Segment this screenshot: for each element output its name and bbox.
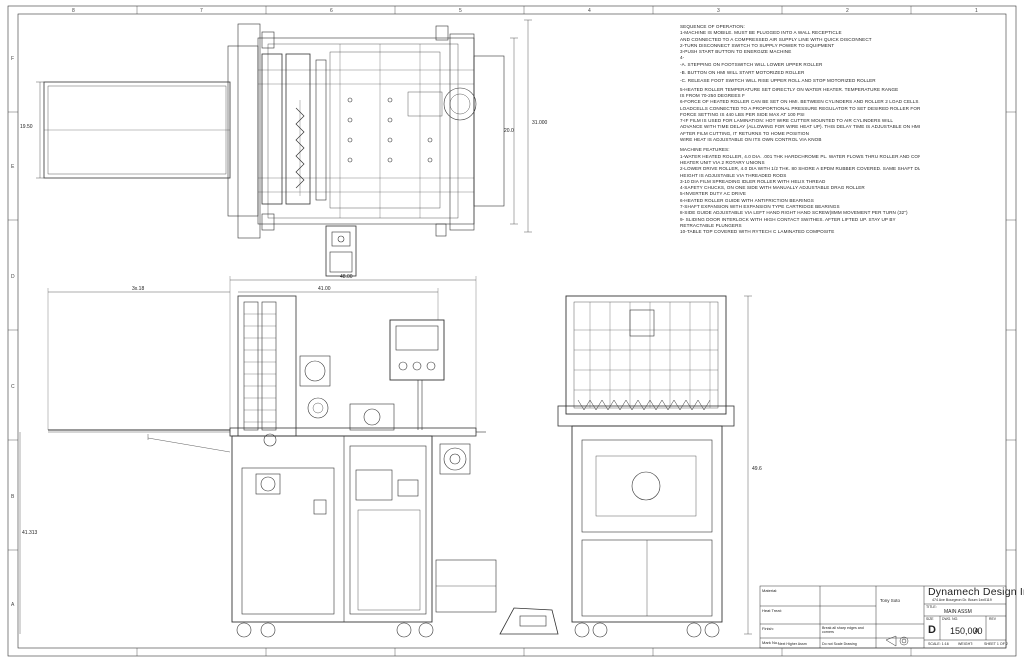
side-view [557,295,752,638]
dim-front-left: 3x.18 [132,286,145,292]
company-name: Dynamech Design Inc. [928,586,1024,598]
notes-features-line: 1-WATER HEATED ROLLER, 4.0 DIA. .001 THK… [680,153,920,159]
next-higher-assm: Next Higher Assm [778,642,807,646]
grid-label-top-1: 8 [72,8,75,14]
grid-label-top-2: 7 [200,8,203,14]
notes-sequence-line: 2-TURN DISCONNECT SWITCH TO SUPPLY POWER… [680,42,835,48]
heat-treat-label: Heat Treat: [762,608,782,613]
notes-features-line: HEIGHT IS ADJUSTABLE VIA THREADED RODS [680,172,787,178]
notes-sequence-line: -A. STEPPING ON FOOTSWITCH WILL LOWER UP… [680,61,823,67]
do-not-scale-note: Do not Scale Drawing [822,642,857,646]
notes-features-line: 3-10 DIA FILM SPREADING IDLER ROLLER WIT… [680,178,826,184]
grid-label-top-4: 5 [459,8,462,14]
material-label: Material: [762,588,778,593]
notes-sequence-line: -C. RELEASE FOOT SWITCH WILL RISE UPPER … [680,78,876,84]
sequence-list: 1-MACHINE IS MOBILE. MUST BE PLUGGED INT… [680,30,920,143]
notes-features-line: 2-LOWER DRIVE ROLLER, 4.0 DIA WITH 1/2 T… [680,166,920,172]
notes-features-line: 8-SIDE GUIDE ADJUSTABLE VIA LEFT HAND RI… [680,210,908,216]
sheet-inner-border [17,13,1007,649]
dwg-no-label: DWG. NO. [942,617,959,621]
scale: SCALE: 1:16 [928,642,949,646]
features-list: 1-WATER HEATED ROLLER, 4.0 DIA. .001 THK… [680,154,920,236]
grid-label-top-6: 3 [717,8,720,14]
notes-features-line: 10-TABLE TOP COVERED WITH RYTECH C LAMIN… [680,229,835,235]
notes-sequence-line: WIRE HEAT IS ADJUSTABLE ON ITS OWN CONTR… [680,137,822,143]
grid-label-side-6: A [11,602,15,608]
weight: WEIGHT: [958,642,973,646]
notes-sequence-line: 5-HEATED ROLLER TEMPERATURE SET DIRECTLY… [680,86,899,92]
dim-top-mid: 20.0 [504,128,514,134]
notes-sequence-line: AFTER FILM CUTTING, IT RETURNS TO HOME P… [680,130,809,136]
top-view [36,19,532,277]
grid-label-side-4: C [11,384,15,390]
notes-block: SEQUENCE OF OPERATION: 1-MACHINE IS MOBI… [680,24,920,236]
company-address: 474 Ave Bourgeon Dr. Boum 1xx0119 [932,598,992,602]
drawn-by: Tony Soto [880,598,901,603]
grid-label-top-7: 2 [846,8,849,14]
rev-label: REV [989,617,996,621]
notes-features-line: 5-INVERTER DUTY AC DRIVE [680,191,747,197]
sheet-number: SHEET 1 OF 2 [984,642,1008,646]
dim-front-height: 41.313 [22,530,38,536]
title-block [759,585,1007,649]
title-label: TITLE: [926,605,937,609]
mark-label: Mark No.: [762,640,780,645]
notes-sequence-line: 6-FORCE OF HEATED ROLLER CAN BE SET ON H… [680,99,920,105]
notes-sequence-line: IS FROM 70-250 DEGREES F [680,92,745,98]
revision: A [974,627,980,636]
features-title: MACHINE FEATURES: [680,147,730,153]
dim-front-width: 48.00 [340,274,353,280]
notes-features-line: RETRACTABLE PLUNGERS [680,222,742,228]
notes-sequence-line: 3-PUSH START BUTTON TO ENERGIZE MACHINE [680,49,792,55]
front-view [19,276,559,638]
notes-features-line: HEATER UNIT VIA 2 ROTARY UNIONS [680,159,765,165]
notes-features-line: 6-HEATED ROLLER GUIDE WITH ANTIFRICTION … [680,197,814,203]
notes-sequence-line: 7-IF FILM IS USED FOR LAMINATION: HOT WI… [680,118,894,124]
grid-label-side-3: D [11,274,15,280]
grid-label-top-5: 4 [588,8,591,14]
grid-label-side-1: F [11,56,14,62]
notes-sequence-line: AND CONNECTED TO A COMPRESSED AIR SUPPLY… [680,36,872,42]
grid-label-side-5: B [11,494,15,500]
sheet-size: D [928,624,936,636]
notes-features-line: 9- SLIDING DOOR INTERLOCK WITH HIGH CONT… [680,216,896,222]
grid-label-side-2: E [11,164,15,170]
notes-features-line: 4-SAFETY CHUCKS, ON ONE SIDE WITH MANUAL… [680,185,865,191]
hmi-panel-outline [389,319,445,381]
notes-sequence-line: FORCE SETTING IS 440 LBS PER SIDE MAX AT… [680,111,805,117]
notes-sequence-line: -B. BUTTON ON HMI WILL START MOTORIZED R… [680,70,805,76]
finish-label: Finish: [762,626,774,631]
size-label: SIZE [926,617,934,621]
sheet-outer-border [7,5,1017,657]
dim-top-right: 31.000 [532,120,548,126]
grid-label-top-8: 1 [975,8,978,14]
drawing-title: MAIN ASSM [944,609,972,615]
drawing-number: 150,000 [950,626,983,636]
notes-sequence-line: ADVANCE WITH TIME DELAY (ALLOWING FOR WI… [680,124,920,130]
grid-label-top-3: 6 [330,8,333,14]
dim-top-left: 19.50 [20,124,33,130]
break-edges-note: Break all sharp edges and corners [822,626,864,635]
notes-sequence-line: LOADCELLS CONNECTED TO A PROPORTIONAL PR… [680,105,920,111]
dim-side-height: 49.6 [752,466,762,472]
notes-features-line: 7-SHAFT EXPANSION WITH EXPANSION TYPE CA… [680,204,840,210]
notes-sequence-line: 4- [680,55,685,61]
sequence-title: SEQUENCE OF OPERATION: [680,24,745,29]
dim-front-inner: 41.00 [318,286,331,292]
notes-sequence-line: 1-MACHINE IS MOBILE. MUST BE PLUGGED INT… [680,30,842,36]
